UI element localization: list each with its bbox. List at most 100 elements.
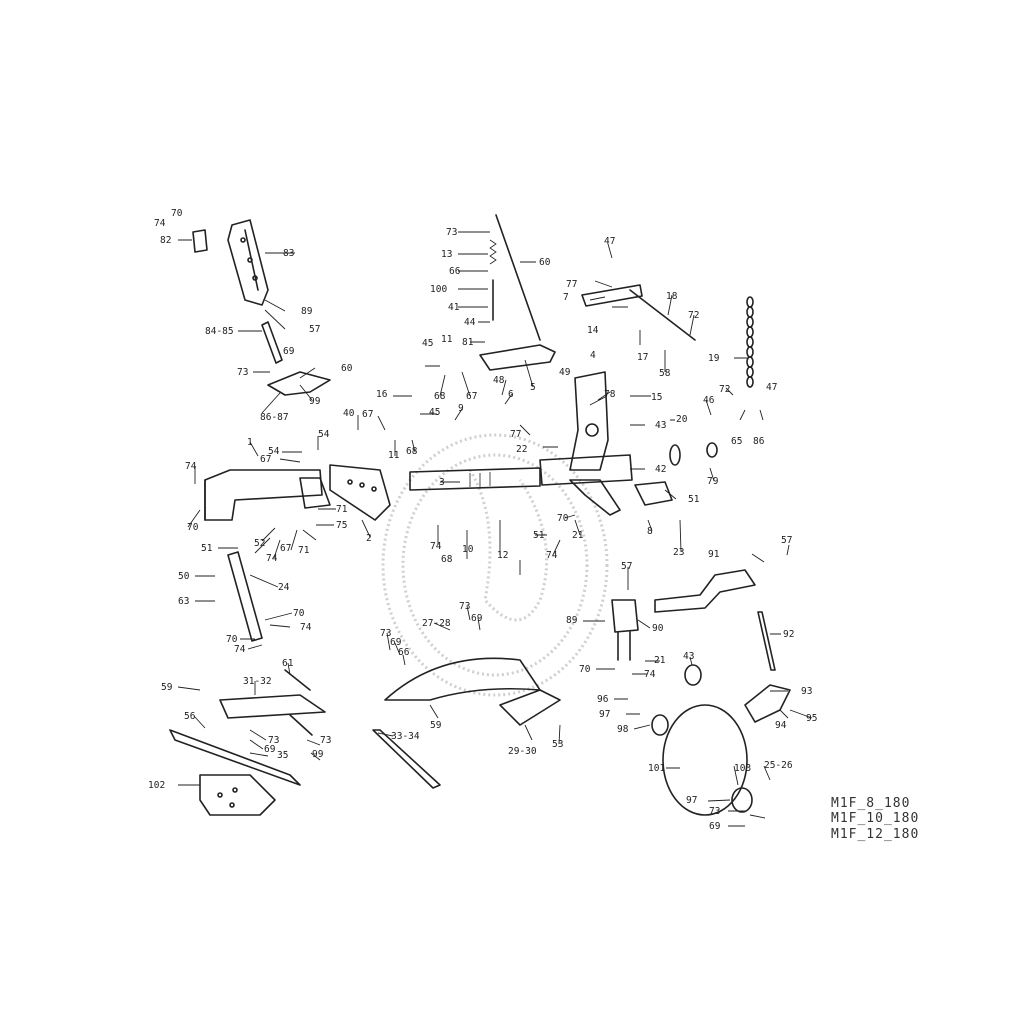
part-label: 42 — [655, 464, 666, 475]
part-label: 67 — [362, 409, 373, 420]
part-label: 13 — [441, 249, 452, 260]
part-label: 40 — [343, 408, 355, 419]
part-label: 99 — [312, 749, 324, 760]
part-label: 69 — [709, 821, 721, 832]
leader-lines — [177, 231, 813, 827]
watermark-logo — [381, 433, 609, 697]
part-label: 47 — [766, 382, 777, 393]
part-label: 25-26 — [764, 760, 793, 771]
part-label: 54 — [268, 446, 280, 457]
part-label: 21 — [654, 655, 666, 666]
part-label: 73 — [709, 806, 720, 817]
part-label: 70 — [171, 208, 183, 219]
part-label: 45 — [429, 407, 440, 418]
part-label: 97 — [599, 709, 610, 720]
part-label: 44 — [464, 317, 476, 328]
part-label: 11 — [388, 450, 400, 461]
part-label: 81 — [462, 337, 474, 348]
part-label: 70 — [579, 664, 591, 675]
part-label: 74 — [644, 669, 656, 680]
part-label: 71 — [298, 545, 310, 556]
part-label: 68 — [441, 554, 453, 565]
part-label: 74 — [185, 461, 197, 472]
part-label: 77 — [566, 279, 577, 290]
part-label: 59 — [430, 720, 442, 731]
part-label: 59 — [161, 682, 173, 693]
part-label: 74 — [234, 644, 246, 655]
part-label: 66 — [398, 647, 410, 658]
part-label: 72 — [688, 310, 699, 321]
part-label: 97 — [686, 795, 697, 806]
part-label: 27-28 — [422, 618, 451, 629]
part-label: 20 — [676, 414, 688, 425]
part-label: 84-85 — [205, 326, 234, 337]
part-label: 56 — [184, 711, 196, 722]
part-label: 73 — [380, 628, 391, 639]
part-label: 73 — [237, 367, 248, 378]
part-label: 72 — [719, 384, 730, 395]
part-label: 19 — [708, 353, 720, 364]
part-label: 60 — [341, 363, 353, 374]
part-label: 11 — [441, 334, 453, 345]
part-label: 49 — [559, 367, 571, 378]
part-label: 75 — [336, 520, 347, 531]
part-label: 67 — [466, 391, 477, 402]
part-label: 46 — [703, 395, 715, 406]
part-label: 98 — [617, 724, 629, 735]
part-label: 74 — [430, 541, 442, 552]
part-label: 74 — [546, 550, 558, 561]
part-label: 100 — [430, 284, 447, 295]
part-label: 31-32 — [243, 676, 272, 687]
part-label: 63 — [178, 596, 189, 607]
part-label: 83 — [283, 248, 294, 259]
part-label: 7 — [563, 292, 569, 303]
part-label: 43 — [655, 420, 666, 431]
part-label: 52 — [254, 538, 265, 549]
part-label: 77 — [510, 429, 521, 440]
part-label: 9 — [458, 403, 464, 414]
model-list: M1F_8_180 M1F_10_180 M1F_12_180 — [831, 796, 919, 842]
part-label: 22 — [516, 444, 527, 455]
part-label: 57 — [781, 535, 792, 546]
part-label: 78 — [604, 389, 616, 400]
part-label: 53 — [552, 739, 563, 750]
part-label: 35 — [277, 750, 288, 761]
part-label: 65 — [731, 436, 742, 447]
part-label: 89 — [566, 615, 578, 626]
part-label: 89 — [301, 306, 313, 317]
part-label: 12 — [497, 550, 508, 561]
part-label: 69 — [283, 346, 295, 357]
part-label: 69 — [471, 613, 483, 624]
part-label: 33-34 — [391, 731, 420, 742]
part-label: 93 — [801, 686, 812, 697]
part-label: 67 — [260, 454, 271, 465]
part-label: 23 — [673, 547, 684, 558]
part-label: 99 — [309, 396, 321, 407]
part-label: 21 — [572, 530, 584, 541]
part-label: 3 — [439, 477, 445, 488]
part-label: 50 — [178, 571, 190, 582]
part-label: 70 — [226, 634, 238, 645]
part-label: 74 — [154, 218, 166, 229]
part-label: 8 — [647, 526, 653, 537]
model-number: M1F_8_180 — [831, 796, 910, 811]
part-label: 69 — [390, 637, 402, 648]
part-label: 70 — [557, 513, 569, 524]
part-label: 57 — [309, 324, 320, 335]
model-number: M1F_10_180 — [831, 811, 919, 826]
part-label: 41 — [448, 302, 460, 313]
part-label: 15 — [651, 392, 662, 403]
part-label: 95 — [806, 713, 817, 724]
part-label: 91 — [708, 549, 720, 560]
part-number-labels: 70 74 82 83 89 57 84-85 69 73 60 99 86-8… — [148, 208, 817, 832]
part-label: 68 — [406, 446, 418, 457]
part-label: 16 — [376, 389, 388, 400]
part-label: 70 — [187, 522, 199, 533]
part-label: 4 — [590, 350, 596, 361]
part-label: 5 — [530, 382, 536, 393]
part-label: 18 — [666, 291, 678, 302]
part-label: 2 — [366, 533, 372, 544]
part-label: 103 — [734, 763, 751, 774]
part-label: 69 — [264, 744, 276, 755]
